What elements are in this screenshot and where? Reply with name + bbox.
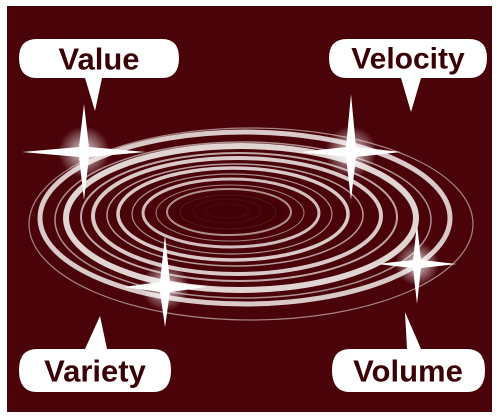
sparkle-icon [22,104,146,200]
label-value: Value [59,42,140,77]
bubble-top-right: Velocity [329,39,487,112]
vortex-center [174,193,284,233]
label-variety: Variety [44,354,146,389]
label-volume: Volume [353,354,463,389]
diagram-frame: Value Velocity Variety Volume [7,6,492,412]
sparkle-icon [377,224,457,304]
sparkle-icon [123,235,207,327]
vortex-diagram: Value Velocity Variety Volume [19,39,487,392]
bubble-bottom-left: Variety [19,316,171,392]
bubble-top-left: Value [19,39,179,111]
vortex-rings [28,127,474,321]
bubble-bottom-right: Volume [332,312,485,392]
label-velocity: Velocity [351,43,465,76]
sparkle-icon [301,94,401,200]
